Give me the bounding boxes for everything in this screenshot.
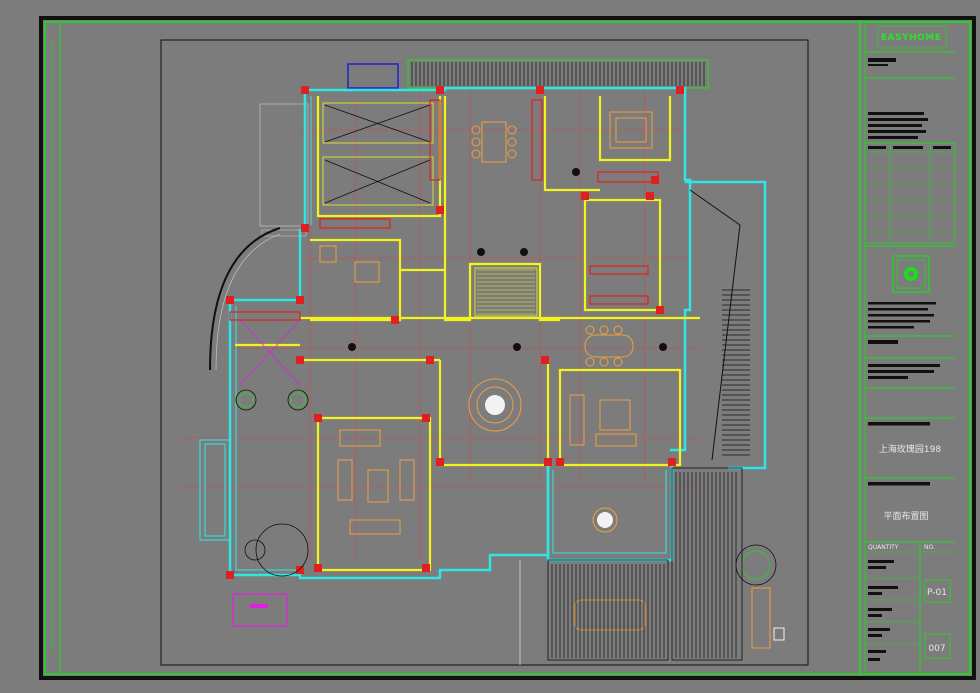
column-marker xyxy=(668,458,676,466)
column-marker xyxy=(391,316,399,324)
column-marker xyxy=(426,356,434,364)
column-marker xyxy=(226,571,234,579)
column-marker xyxy=(296,296,304,304)
column-marker xyxy=(436,206,444,214)
legend-marker xyxy=(232,593,288,627)
no-label: NO. xyxy=(924,544,935,551)
column-marker xyxy=(436,458,444,466)
column-marker xyxy=(556,458,564,466)
column-marker xyxy=(581,192,589,200)
column-marker xyxy=(296,566,304,574)
stamp-logo-icon xyxy=(892,255,930,293)
column-marker xyxy=(676,86,684,94)
project-name: 上海玫瑰园198 xyxy=(879,443,941,455)
beams xyxy=(229,99,659,321)
top-balcony-deck xyxy=(347,59,709,89)
sheet-code: P-01 xyxy=(927,588,947,598)
drawing-title: 平面布置图 xyxy=(883,510,928,522)
trees xyxy=(235,389,777,586)
column-marker xyxy=(651,176,659,184)
title-block xyxy=(859,21,971,675)
column-marker xyxy=(422,564,430,572)
sheet-number: 007 xyxy=(928,644,945,654)
column-marker xyxy=(541,356,549,364)
column-marker xyxy=(536,86,544,94)
north-arrow-icon xyxy=(348,168,667,351)
furniture xyxy=(319,111,653,631)
column-marker xyxy=(296,356,304,364)
bottom-deck xyxy=(547,467,743,661)
column-marker xyxy=(436,86,444,94)
column-marker xyxy=(646,192,654,200)
column-marker xyxy=(544,458,552,466)
viewport-border xyxy=(160,39,809,666)
column-marker xyxy=(314,414,322,422)
structural-columns xyxy=(226,86,684,579)
column-marker xyxy=(314,564,322,572)
outer-frame-border xyxy=(39,16,976,680)
void-crosses xyxy=(324,104,431,204)
brand-name: EASYHOME xyxy=(881,33,941,43)
floor-plan xyxy=(180,59,785,665)
column-marker xyxy=(656,306,664,314)
quantity-label: QUANTITY xyxy=(868,544,899,551)
column-marker xyxy=(422,414,430,422)
column-marker xyxy=(301,86,309,94)
column-marker xyxy=(301,224,309,232)
column-marker xyxy=(226,296,234,304)
exterior-walls-inner xyxy=(199,96,667,571)
staircase xyxy=(477,269,535,315)
exterior-stair xyxy=(722,289,750,456)
